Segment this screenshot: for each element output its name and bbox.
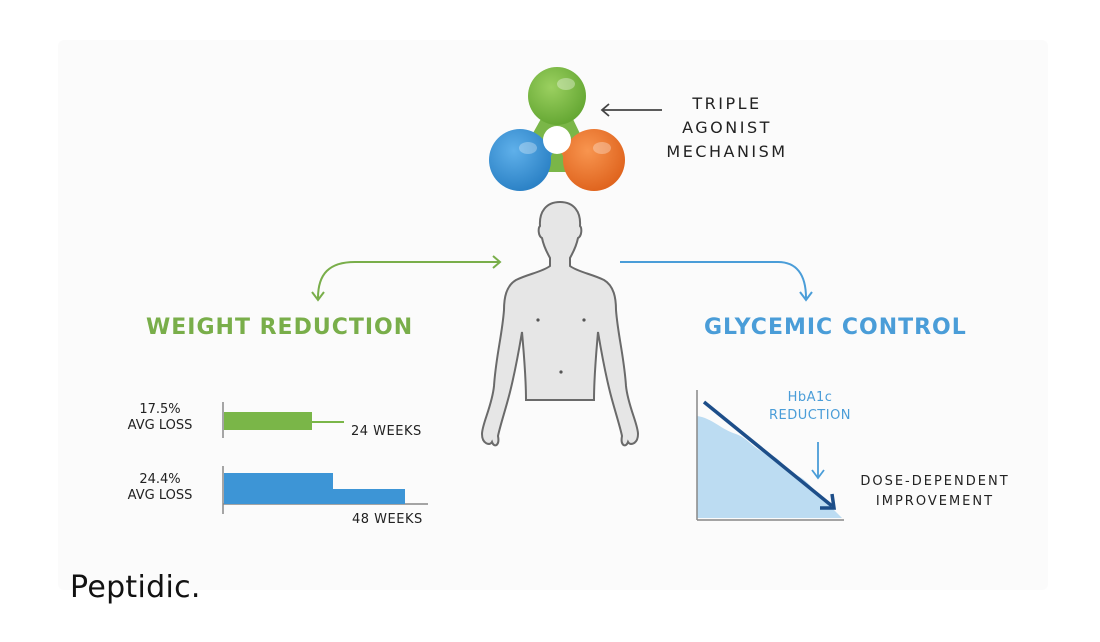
weight-reduction-title: WEIGHT REDUCTION	[146, 315, 414, 340]
dose-dependent-label: DOSE-DEPENDENT IMPROVEMENT	[840, 472, 1030, 512]
mechanism-label-line-3: MECHANISM	[666, 142, 788, 161]
green-curved-arrow-icon	[311, 255, 502, 302]
bar-value-24wk: 17.5%	[139, 402, 181, 417]
mechanism-label: TRIPLE AGONIST MECHANISM	[652, 92, 802, 164]
dose-line-1: DOSE-DEPENDENT	[860, 474, 1010, 489]
bar-48wk	[224, 473, 405, 504]
bar-sublabel-24wk: AVG LOSS	[127, 418, 193, 433]
bar-label-48wk: 24.4% AVG LOSS	[115, 472, 205, 504]
hba1c-annotation: HbA1c REDUCTION	[750, 389, 870, 425]
mechanism-label-line-1: TRIPLE	[692, 94, 762, 113]
bar-24wk	[224, 412, 312, 430]
weight-bar-chart	[222, 402, 428, 514]
arrow-left-icon	[600, 103, 662, 117]
glycemic-control-title: GLYCEMIC CONTROL	[704, 315, 967, 340]
period-label-24wk: 24 WEEKS	[351, 424, 422, 439]
bar-label-24wk: 17.5% AVG LOSS	[115, 402, 205, 434]
human-body-icon	[480, 200, 640, 447]
blue-curved-arrow-icon	[620, 261, 813, 302]
dose-line-2: IMPROVEMENT	[875, 494, 995, 509]
mechanism-label-line-2: AGONIST	[682, 118, 772, 137]
hba1c-reduction-chart	[696, 390, 844, 521]
hba1c-line-1: HbA1c	[787, 390, 833, 405]
period-label-48wk: 48 WEEKS	[352, 512, 423, 527]
brand-logo: Peptidic.	[70, 570, 201, 605]
bar-sublabel-48wk: AVG LOSS	[127, 488, 193, 503]
hba1c-line-2: REDUCTION	[768, 408, 852, 423]
bar-value-48wk: 24.4%	[139, 472, 181, 487]
trend-arrow	[702, 400, 834, 508]
triple-agonist-molecule-icon	[489, 67, 625, 191]
